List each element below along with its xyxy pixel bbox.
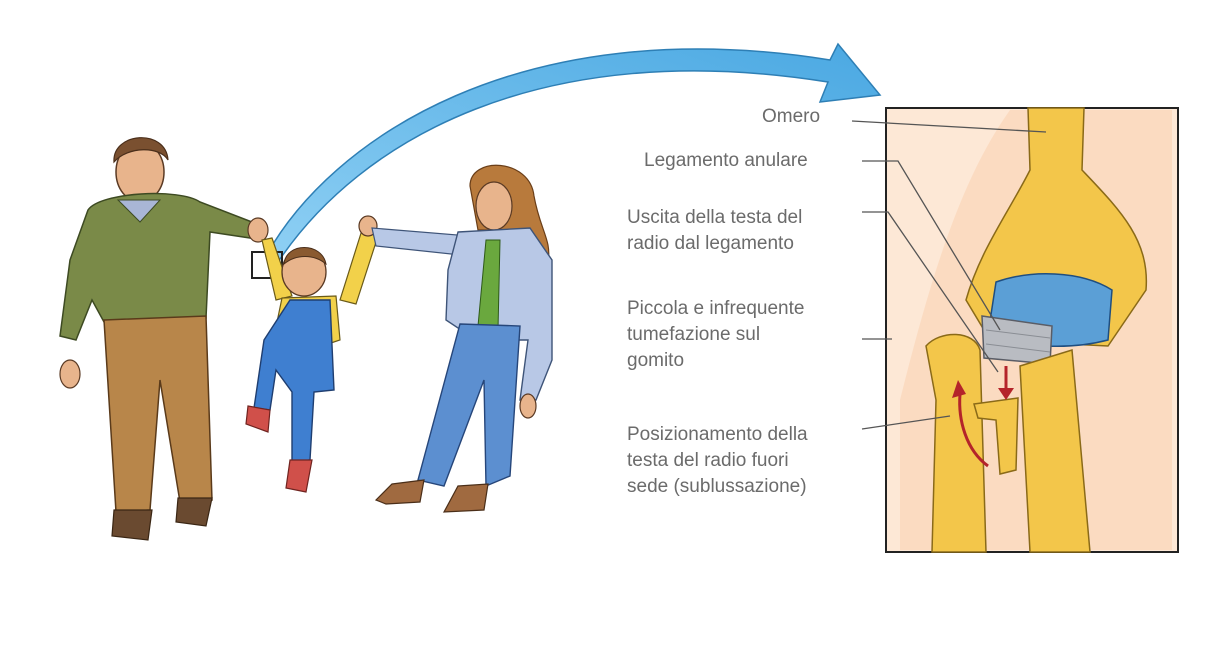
label-uscita-line-2: radio dal legamento <box>627 233 794 254</box>
leader-uscita <box>862 211 999 373</box>
label-tumefazione-line-1: Piccola e infrequente <box>627 298 805 319</box>
label-legamento-anulare: Legamento anulare <box>644 148 808 174</box>
label-tumefazione-line-2: tumefazione sul <box>627 324 761 345</box>
label-posizionamento-line-3: sede (sublussazione) <box>627 476 807 497</box>
label-uscita-testa: Uscita della testa del radio dal legamen… <box>627 205 802 257</box>
mother-figure <box>371 164 553 513</box>
label-omero: Omero <box>762 104 820 130</box>
child-figure <box>245 215 379 493</box>
label-posizionamento-line-2: testa del radio fuori <box>627 450 789 471</box>
leader-posizionamento <box>861 415 951 430</box>
leader-legamento <box>862 160 1001 331</box>
label-posizionamento: Posizionamento della testa del radio fuo… <box>627 422 808 500</box>
label-posizionamento-line-1: Posizionamento della <box>627 424 808 445</box>
elbow-detail <box>885 107 1179 553</box>
label-tumefazione-line-3: gomito <box>627 350 685 371</box>
leader-omero <box>851 120 1047 133</box>
leader-lines <box>851 120 1047 430</box>
magnify-arrow <box>264 42 882 263</box>
label-tumefazione: Piccola e infrequente tumefazione sul go… <box>627 296 804 374</box>
label-uscita-line-1: Uscita della testa del <box>627 207 803 228</box>
father-figure <box>59 137 269 541</box>
label-legamento-line-1: Legamento anulare <box>644 150 808 171</box>
label-omero-line-1: Omero <box>762 106 821 127</box>
